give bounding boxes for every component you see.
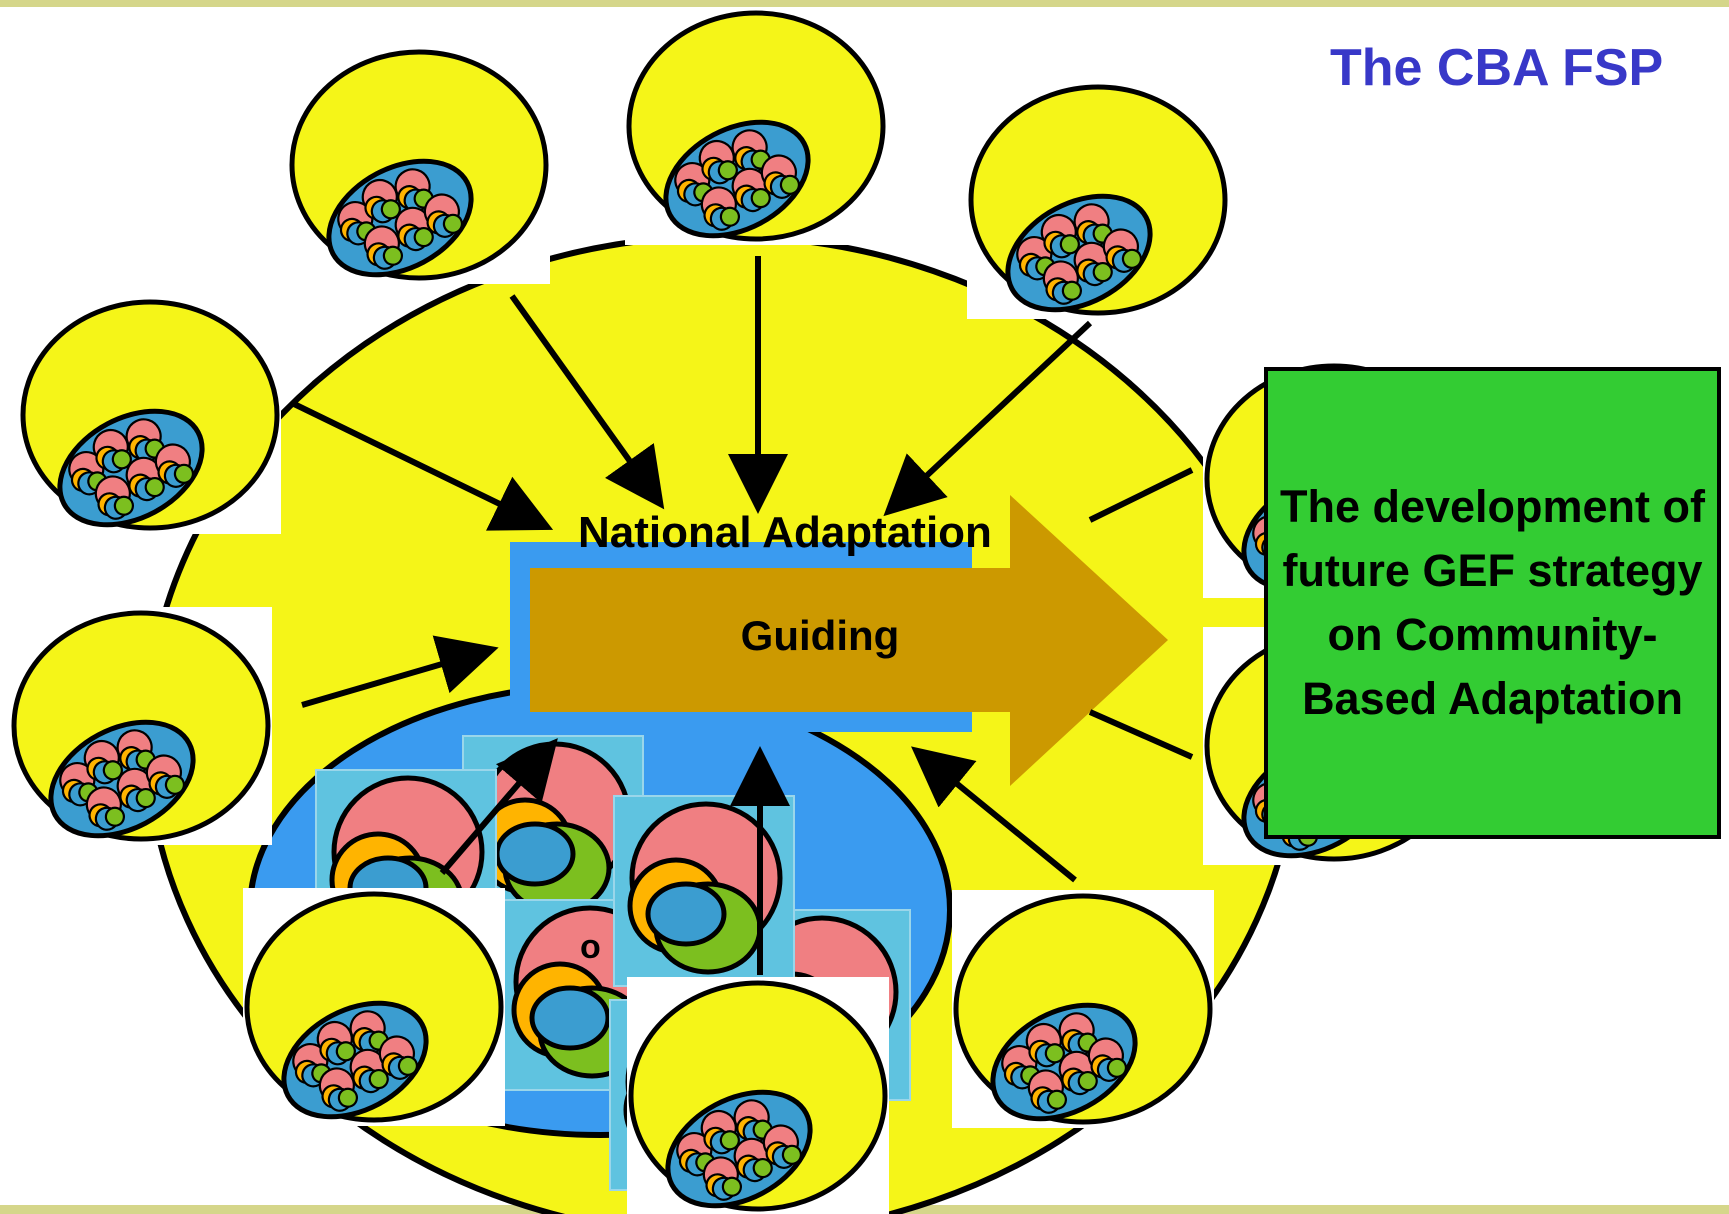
result-box: The development of future GEF strategy o… [1264, 367, 1721, 839]
page-title: The CBA FSP [1330, 39, 1664, 97]
inner-label-fragment: o [580, 928, 601, 966]
spoke-arrows [290, 256, 1194, 975]
result-box-text: The development of future GEF strategy o… [1279, 481, 1706, 724]
arrow-right-icon [530, 495, 1168, 786]
arrow-label: Guiding [740, 612, 900, 659]
national-adaptation-label: National Adaptation [578, 508, 992, 557]
